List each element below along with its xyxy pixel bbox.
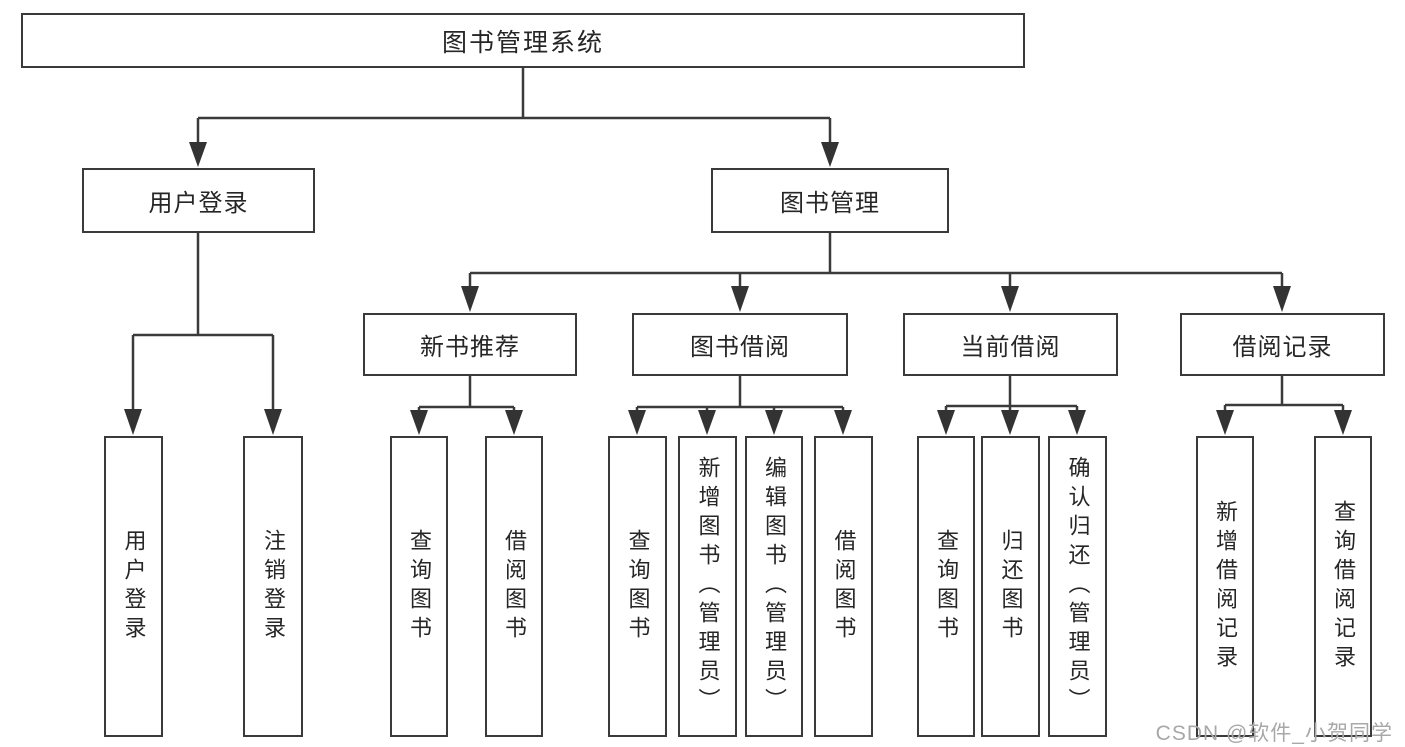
arrowhead-icon (124, 409, 142, 435)
arrowhead-icon (264, 409, 282, 435)
leaf-query-books-1: 查询图书 (390, 436, 448, 737)
leaf-logout: 注销登录 (243, 436, 303, 737)
csdn-watermark: CSDN @软件_小贺同学 (1155, 722, 1393, 745)
node-borrow-records: 借阅记录 (1180, 313, 1385, 376)
leaf-borrow-books-1: 借阅图书 (485, 436, 543, 737)
leaf-add-borrow-record: 新增借阅记录 (1196, 436, 1254, 737)
leaf-user-login: 用户登录 (104, 436, 163, 737)
arrowhead-icon (731, 286, 749, 312)
node-user-login: 用户登录 (82, 168, 315, 233)
arrowhead-icon (834, 410, 852, 435)
node-book-management: 图书管理 (711, 168, 949, 233)
arrowhead-icon (937, 410, 955, 435)
arrowhead-icon (698, 410, 716, 435)
leaf-query-borrow-record: 查询借阅记录 (1314, 436, 1372, 737)
leaf-query-books-3: 查询图书 (917, 436, 975, 737)
leaf-query-books-2: 查询图书 (608, 436, 667, 737)
arrowhead-icon (1273, 286, 1291, 312)
connector-new-book-branch (410, 376, 523, 435)
leaf-confirm-return-admin: 确认归还（管理员） (1048, 436, 1107, 737)
node-new-book-recommend: 新书推荐 (363, 313, 577, 376)
arrowhead-icon (1001, 286, 1019, 312)
arrowhead-icon (1216, 410, 1234, 435)
arrowhead-icon (1334, 410, 1352, 435)
node-library-management-system: 图书管理系统 (21, 13, 1025, 68)
arrowhead-icon (1068, 410, 1086, 435)
leaf-return-books: 归还图书 (981, 436, 1040, 737)
arrowhead-icon (461, 286, 479, 312)
leaf-borrow-books-2: 借阅图书 (814, 436, 873, 737)
connector-book-borrow-branch (628, 376, 852, 435)
connector-current-borrow-branch (937, 376, 1086, 435)
node-current-borrow: 当前借阅 (903, 313, 1118, 376)
connector-root-to-level2 (189, 68, 839, 167)
leaf-add-books-admin: 新增图书（管理员） (678, 436, 737, 737)
connector-borrow-record-branch (1216, 376, 1352, 435)
leaf-edit-books-admin: 编辑图书（管理员） (745, 436, 803, 737)
arrowhead-icon (765, 410, 783, 435)
arrowhead-icon (410, 410, 428, 435)
arrowhead-icon (189, 142, 207, 167)
connector-user-login-branch (124, 233, 282, 435)
arrowhead-icon (505, 410, 523, 435)
arrowhead-icon (1001, 410, 1019, 435)
connector-book-management-branch (461, 233, 1291, 312)
arrowhead-icon (821, 142, 839, 167)
arrowhead-icon (628, 410, 646, 435)
node-book-borrow: 图书借阅 (632, 313, 848, 376)
